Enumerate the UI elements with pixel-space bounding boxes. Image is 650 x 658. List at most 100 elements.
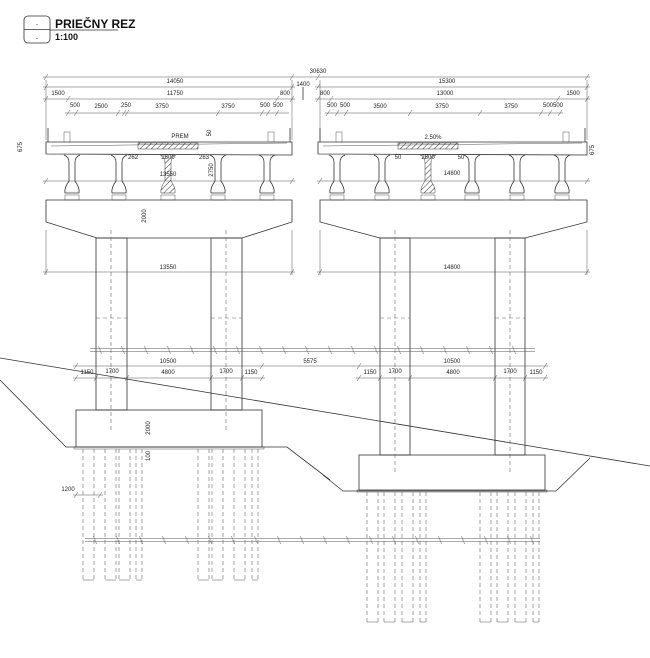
- dimension-tick: [73, 374, 79, 382]
- break-symbol: [419, 345, 425, 355]
- dim-text: 2500: [161, 155, 175, 161]
- dimension-tick: [215, 109, 221, 117]
- dimension-tick: [538, 109, 544, 117]
- dimension-tick: [73, 109, 79, 117]
- dim-text: 13550: [160, 265, 177, 271]
- dim-text: 1200: [61, 487, 75, 493]
- break-symbol: [368, 535, 374, 545]
- dim-text: 13550: [160, 172, 177, 178]
- dim-text: 13000: [437, 91, 454, 97]
- excavation-right: [322, 457, 591, 492]
- bearing: [464, 194, 480, 201]
- break-symbol: [230, 535, 236, 545]
- break-symbol: [189, 345, 195, 355]
- dim-text: 1700: [388, 369, 402, 375]
- dimension-tick: [73, 362, 79, 370]
- dim-text: 1700: [219, 369, 233, 375]
- break-symbol: [373, 345, 379, 355]
- break-symbol: [350, 345, 356, 355]
- dim-text: 800: [320, 91, 331, 97]
- dimension-tick: [584, 73, 590, 81]
- dim-text: 1500: [566, 91, 580, 97]
- dim-text: 800: [280, 91, 291, 97]
- barrier: [335, 131, 343, 143]
- pier-column: [210, 237, 243, 411]
- dim-text: 675: [590, 144, 596, 155]
- dim-gap: 1400: [296, 82, 310, 88]
- dim-right-width: 15300: [439, 79, 456, 85]
- dimension-lines: [43, 73, 590, 499]
- dim-text: 3750: [435, 104, 449, 110]
- break-symbol: [506, 535, 512, 545]
- break-symbol: [258, 345, 264, 355]
- dimension-tick: [121, 109, 127, 117]
- dim-text: 500: [327, 103, 338, 109]
- bearing: [509, 194, 525, 201]
- barrier: [267, 131, 275, 143]
- break-symbol: [442, 345, 448, 355]
- dim-text: 10500: [160, 359, 177, 365]
- dim-text: 1700: [503, 369, 517, 375]
- dimension-tick: [555, 95, 561, 103]
- dim-text: 4800: [161, 370, 175, 376]
- title-block: - - PRIEČNY REZ 1:100: [23, 15, 135, 44]
- dim-text: 500: [70, 103, 81, 109]
- dim-text: 1700: [105, 369, 119, 375]
- dimension-tick: [584, 177, 590, 185]
- dimension-tick: [259, 109, 265, 117]
- footing-left: [75, 409, 263, 448]
- girder: [419, 154, 437, 194]
- dim-text: 675: [18, 141, 24, 152]
- dim-overall: 30630: [310, 69, 327, 75]
- dimension-tick: [43, 177, 49, 185]
- girder: [373, 154, 391, 194]
- dimension-tick: [259, 374, 265, 382]
- bearing: [374, 194, 390, 201]
- dim-text: 5575: [303, 359, 317, 365]
- dimension-tick: [265, 109, 271, 117]
- break-symbol: [115, 535, 121, 545]
- dimension-tick: [315, 73, 321, 81]
- dim-text: 100: [146, 450, 152, 461]
- dimension-tick: [477, 109, 483, 117]
- dim-text: 3750: [504, 104, 518, 110]
- dim-text: 500: [543, 103, 554, 109]
- dim-text: 1150: [364, 370, 378, 376]
- break-symbol: [327, 345, 333, 355]
- dim-text: 50: [458, 155, 465, 161]
- break-symbol: [511, 345, 517, 355]
- dim-text: 500: [260, 103, 271, 109]
- bridge-structure: [0, 128, 650, 623]
- bearing: [329, 194, 345, 201]
- break-symbol: [207, 535, 213, 545]
- dimension-tick: [328, 95, 334, 103]
- girder: [463, 154, 481, 194]
- dim-text: 2000: [142, 209, 148, 223]
- dim-text: 2500: [421, 155, 435, 161]
- dimension-tick: [289, 177, 295, 185]
- dimension-tick: [334, 109, 340, 117]
- dimension-tick: [259, 362, 265, 370]
- break-symbol: [414, 535, 420, 545]
- break-symbol: [460, 535, 466, 545]
- break-symbol: [235, 345, 241, 355]
- dimension-tick: [274, 109, 280, 117]
- top-dimensions: 30630 14050 1400 15300 1500 11750 800 80…: [51, 69, 580, 110]
- dimension-tick: [115, 109, 121, 117]
- dimension-tick: [542, 362, 548, 370]
- joint-hatch: [397, 142, 459, 150]
- break-symbol: [138, 535, 144, 545]
- dimension-tick: [356, 374, 362, 382]
- break-symbol: [299, 535, 305, 545]
- break-symbol: [345, 535, 351, 545]
- deck-slab: [45, 141, 293, 156]
- dimension-tick: [124, 109, 130, 117]
- girder: [159, 154, 177, 194]
- dim-text: 1150: [530, 370, 544, 376]
- break-symbol: [281, 345, 287, 355]
- break-symbol: [92, 535, 98, 545]
- break-symbol: [437, 535, 443, 545]
- barrier: [63, 131, 71, 143]
- dim-text: 14800: [444, 265, 461, 271]
